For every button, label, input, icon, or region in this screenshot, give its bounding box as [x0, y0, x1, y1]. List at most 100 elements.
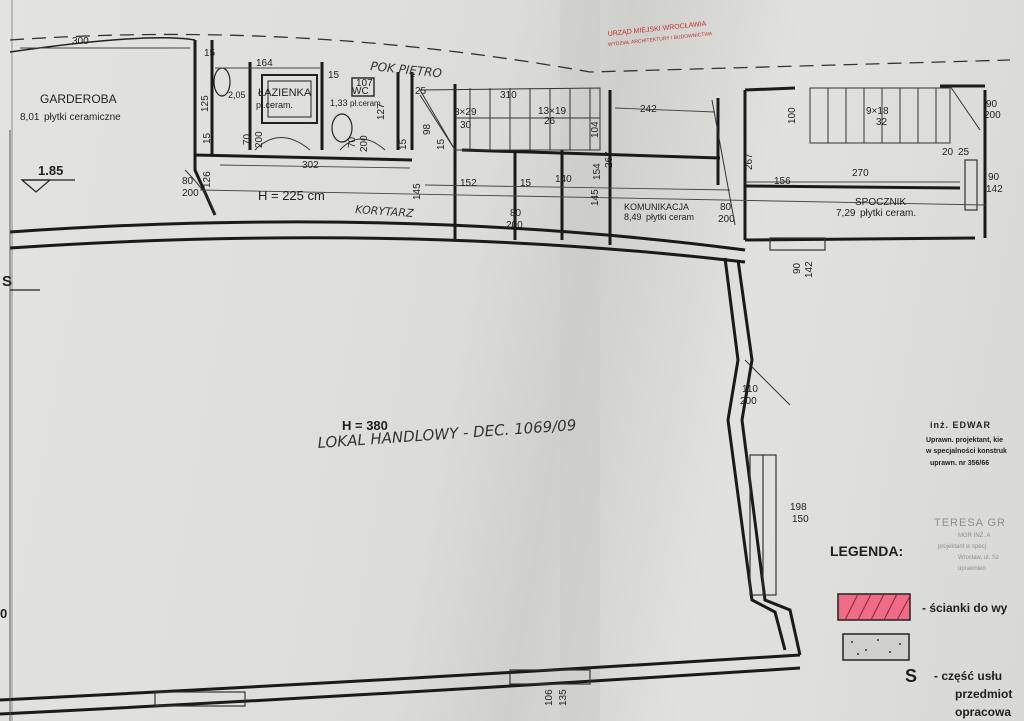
wc-cistern — [351, 77, 375, 97]
dim-107: 107 — [356, 78, 373, 89]
stairs-upper — [419, 87, 601, 151]
dim-80c: 80 — [720, 202, 732, 213]
dim-152: 152 — [460, 178, 477, 189]
room-wc-finish: pł.ceram. — [350, 99, 383, 108]
room-lazienka-finish: pł.ceram. — [256, 100, 293, 110]
dim-150: 150 — [792, 514, 809, 525]
dim-25: 25 — [415, 86, 427, 97]
handwritten-upper-floor: POK PIĘTRO — [370, 59, 443, 80]
legend-hatch — [844, 593, 911, 621]
dim-90b: 90 — [988, 172, 1000, 183]
dim-15c: 15 — [202, 132, 213, 144]
bathtub-inner — [267, 80, 312, 118]
dim-13x19: 13×19 — [538, 106, 567, 117]
dimension-texts: 300 164 15 15 107 125 70 200 70 200 127 … — [72, 36, 1003, 706]
dim-80b: 80 — [510, 208, 522, 219]
dim-198: 198 — [790, 502, 807, 513]
room-wc-name: WC — [352, 86, 369, 97]
upper-walls — [9, 40, 987, 264]
dim-140: 140 — [555, 174, 572, 185]
dim-15e: 15 — [398, 138, 409, 150]
height-upper: H = 225 cm — [258, 188, 325, 203]
room-lazienka-area: 2,05 — [228, 90, 246, 100]
dim-200c: 200 — [182, 188, 199, 199]
dim-270: 270 — [852, 168, 869, 179]
dim-9x18: 9×18 — [866, 106, 889, 117]
legend-item2-l2: przedmiot — [955, 687, 1012, 701]
section-mark-left: S — [2, 273, 12, 290]
dim-98: 98 — [422, 123, 433, 135]
designer-line3: uprawn. nr 356/66 — [930, 460, 989, 467]
room-garderoba-name: GARDEROBA — [40, 92, 117, 106]
stairs-right — [809, 85, 981, 144]
designer-line2: w specjalności konstruk — [925, 448, 1007, 455]
dim-80a: 80 — [182, 176, 194, 187]
dim-15d: 15 — [520, 178, 532, 189]
dim-100: 100 — [787, 107, 798, 124]
dim-135: 135 — [558, 689, 569, 706]
level-mark: 1.85 — [38, 163, 63, 178]
dim-145: 145 — [412, 183, 423, 200]
dim-70b: 70 — [347, 136, 358, 148]
level-triangle — [20, 179, 52, 193]
handwritten-corridor: KORYTARZ — [355, 203, 415, 220]
dim-302: 302 — [302, 160, 319, 171]
shop-walls — [0, 257, 802, 716]
bathtub — [261, 74, 318, 124]
stamp2-line3: Wrocław, ul. Sz — [958, 555, 999, 561]
room-garderoba-finish: płytki ceramiczne — [44, 112, 121, 123]
dim-267: 267 — [604, 151, 615, 168]
dim-104: 104 — [590, 121, 601, 138]
dim-15b: 15 — [328, 70, 340, 81]
room-komunikacja-name: KOMUNIKACJA — [624, 202, 689, 212]
dim-20: 20 — [942, 147, 954, 158]
dim-110: 110 — [742, 384, 758, 395]
legend-title: LEGENDA: — [830, 543, 903, 559]
room-lazienka-name: ŁAZIENKA — [258, 87, 312, 99]
dim-106: 106 — [544, 689, 555, 706]
paper-fold — [560, 0, 600, 721]
dim-310: 310 — [500, 90, 517, 101]
dim-126: 126 — [202, 171, 213, 188]
designer-name: inż. EDWAR — [930, 420, 991, 430]
dim-164: 164 — [256, 58, 273, 69]
dim-200e: 200 — [718, 214, 735, 225]
dim-267b: 267 — [744, 153, 755, 170]
dim-70a: 70 — [242, 133, 253, 145]
room-wc-area: 1,33 — [330, 98, 348, 108]
legend-item2-l1: - część usłu — [934, 669, 1002, 683]
dim-154: 154 — [592, 163, 603, 180]
dim-200f: 200 — [984, 110, 1001, 121]
dim-127: 127 — [376, 103, 387, 120]
dim-145b: 145 — [590, 189, 601, 206]
windows — [154, 159, 978, 707]
dim-125: 125 — [200, 95, 211, 112]
room-spocznik-name: SPOCZNIK — [855, 197, 906, 208]
arc-wall — [9, 36, 196, 53]
dim-142b: 142 — [804, 261, 815, 278]
stamp2-line4: uprawnien — [958, 566, 986, 572]
dim-200d: 200 — [506, 220, 523, 231]
legend-item1: - ścianki do wy — [922, 601, 1008, 615]
wc-bowl — [331, 113, 353, 143]
dim-25b: 25 — [958, 147, 970, 158]
legend-dots — [851, 639, 901, 655]
dim-26: 26 — [544, 116, 556, 127]
dim-90c: 90 — [792, 262, 803, 274]
room-garderoba-area: 8,01 — [20, 112, 40, 123]
stamp2-name: TERESA GR — [934, 517, 1006, 529]
dim-32: 32 — [876, 117, 888, 128]
room-komunikacja-area: 8,49 — [624, 212, 642, 222]
upper-dashed-outline — [9, 33, 1011, 73]
legend-swatch-dotted — [842, 633, 910, 661]
dim-142: 142 — [986, 184, 1003, 195]
designer-line1: Uprawn. projektant, kie — [926, 437, 1003, 444]
room-spocznik-area: 7,29 — [836, 208, 856, 219]
stamp2-line2: projektant w specj — [938, 544, 986, 550]
dim-242: 242 — [640, 104, 657, 115]
legend-symbol-s: S — [905, 666, 917, 686]
dim-200b: 200 — [359, 135, 370, 152]
dim-200g: 200 — [740, 396, 757, 407]
legend-item2-l3: opracowa — [955, 705, 1011, 719]
